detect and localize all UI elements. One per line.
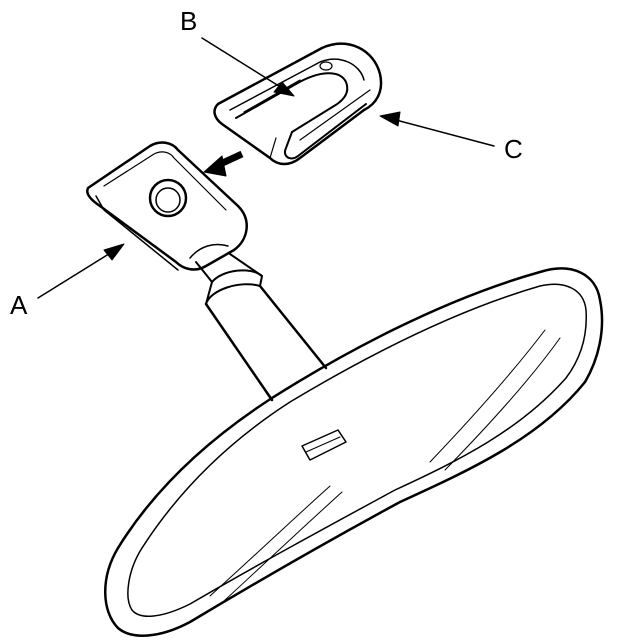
callout-label-a: A — [10, 290, 28, 320]
callout-label-b: B — [180, 6, 198, 36]
leader-line-a — [37, 243, 125, 299]
mount-base — [86, 141, 248, 271]
mirror-stem — [195, 253, 328, 402]
callout-label-c: C — [504, 134, 523, 164]
mounting-clip — [213, 42, 383, 166]
leader-line-c — [379, 111, 495, 147]
direction-arrow — [203, 150, 244, 177]
leader-line-b — [201, 37, 295, 97]
mirror-body — [104, 267, 604, 637]
